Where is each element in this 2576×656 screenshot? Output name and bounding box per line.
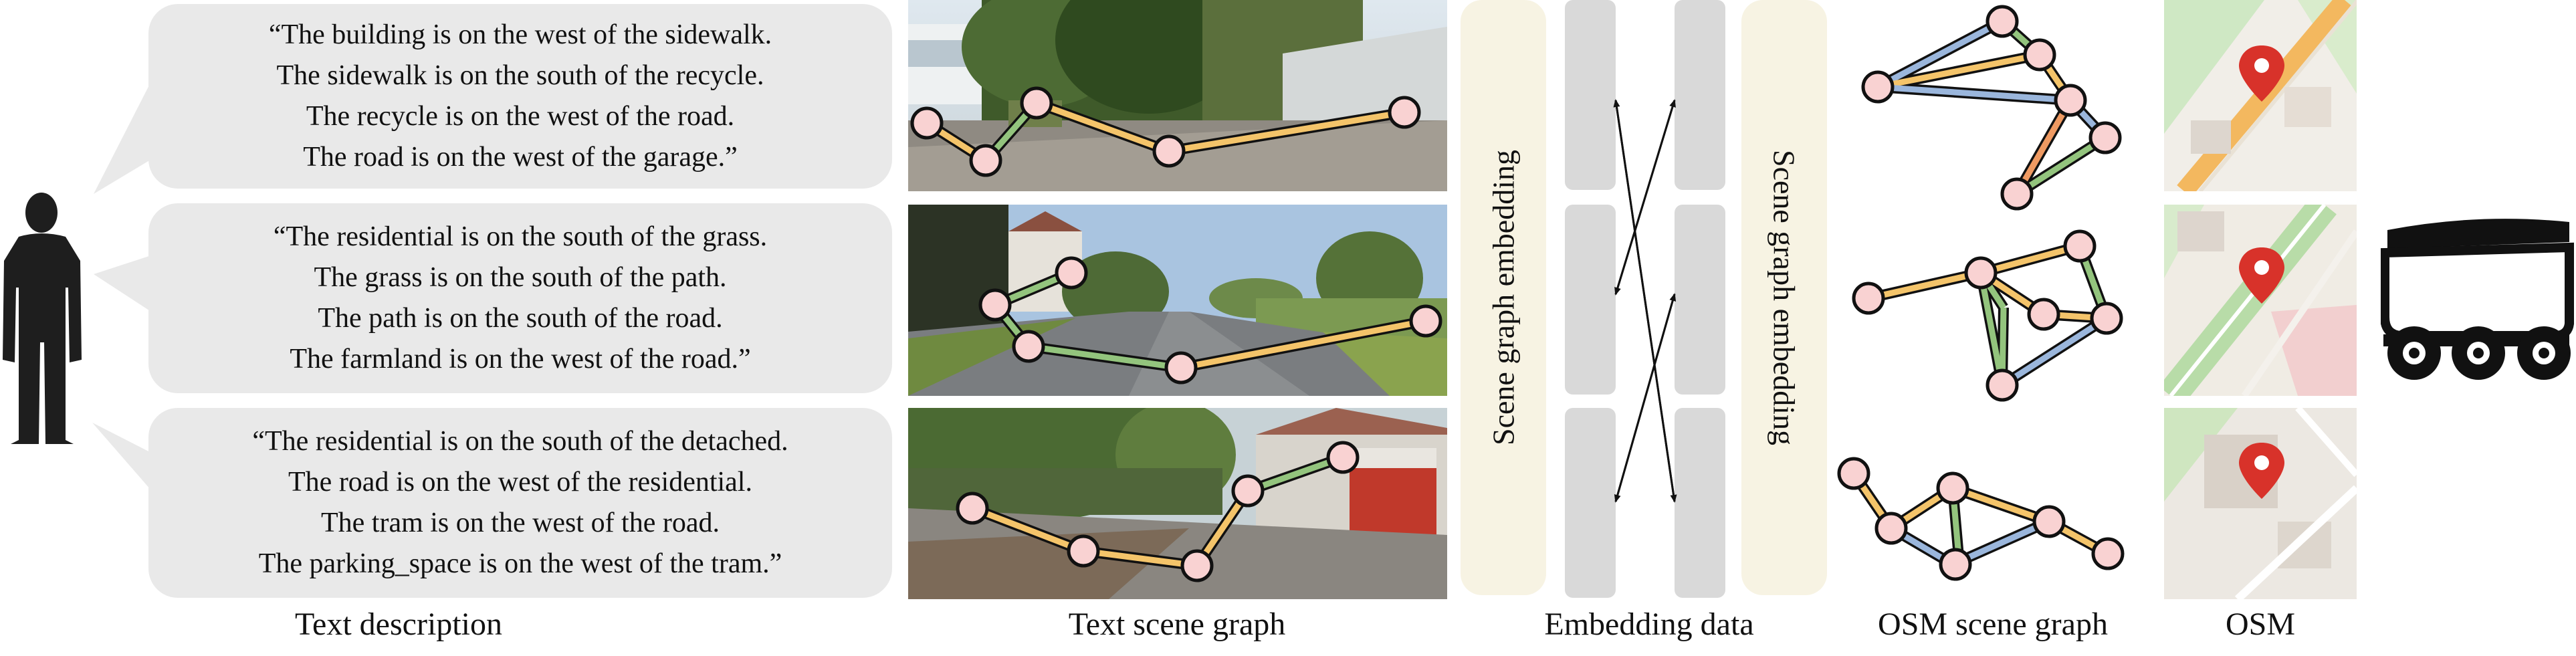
osm-scene-graph-1 bbox=[1861, 5, 2122, 211]
caption-osm-scene-graph: OSM scene graph bbox=[1878, 607, 2108, 642]
delivery-robot-icon bbox=[2381, 219, 2574, 380]
caption-embedding-data: Embedding data bbox=[1544, 607, 1754, 642]
caption-text-scene-graph: Text scene graph bbox=[1068, 607, 1286, 642]
osm-scene-graphs bbox=[1837, 5, 2125, 581]
embedding-bar-right-1 bbox=[1675, 0, 1725, 190]
description-line: The road is on the west of the garage.” bbox=[303, 142, 738, 173]
speech-bubble-3: “The residential is on the south of the … bbox=[148, 408, 892, 598]
embedding-bar-right-3 bbox=[1675, 408, 1725, 598]
description-line: The road is on the west of the residenti… bbox=[288, 467, 752, 498]
embedding-label-left: Scene graph embedding bbox=[1461, 0, 1546, 595]
osm-map-3 bbox=[2164, 408, 2357, 599]
description-line: The sidewalk is on the south of the recy… bbox=[276, 60, 764, 91]
embedding-bar-left-1 bbox=[1565, 0, 1616, 190]
description-line: “The building is on the west of the side… bbox=[268, 19, 772, 50]
person-silhouette-icon bbox=[3, 193, 82, 444]
speech-bubble-2: “The residential is on the south of the … bbox=[148, 203, 892, 393]
description-line: The tram is on the west of the road. bbox=[321, 508, 720, 538]
embedding-label-right: Scene graph embedding bbox=[1741, 0, 1827, 595]
speech-bubble-1: “The building is on the west of the side… bbox=[148, 4, 892, 189]
embedding-bar-right-2 bbox=[1675, 205, 1725, 395]
description-line: The farmland is on the west of the road.… bbox=[290, 344, 751, 374]
description-line: The path is on the south of the road. bbox=[318, 303, 723, 334]
text-scene-graph-2 bbox=[978, 256, 1442, 385]
embedding-bar-left-2 bbox=[1565, 205, 1616, 395]
description-line: The recycle is on the west of the road. bbox=[306, 101, 735, 132]
map-pin-icon bbox=[2239, 45, 2284, 102]
embedding-section: Scene graph embedding Scene graph embedd… bbox=[1461, 0, 1827, 598]
map-pin-icon bbox=[2239, 247, 2284, 304]
osm-scene-graph-2 bbox=[1852, 229, 2123, 402]
text-scene-graph-3 bbox=[956, 441, 1360, 582]
map-pin-icon bbox=[2239, 443, 2284, 499]
embedding-bar-left-3 bbox=[1565, 408, 1616, 598]
text-scene-graph-1 bbox=[910, 86, 1421, 177]
street-scene-3 bbox=[908, 408, 1447, 599]
description-line: “The residential is on the south of the … bbox=[252, 426, 788, 457]
osm-map-2 bbox=[2164, 205, 2357, 396]
description-line: The grass is on the south of the path. bbox=[314, 262, 727, 293]
osm-scene-graph-3 bbox=[1837, 457, 2125, 581]
speech-bubble-tails bbox=[92, 74, 160, 495]
caption-text-description: Text description bbox=[295, 607, 502, 642]
street-scene-2 bbox=[908, 205, 1447, 396]
description-line: The parking_space is on the west of the … bbox=[258, 548, 782, 579]
description-line: “The residential is on the south of the … bbox=[273, 221, 768, 252]
embedding-matching-arrows bbox=[1613, 99, 1677, 503]
street-scene-1 bbox=[908, 0, 1447, 191]
caption-osm: OSM bbox=[2225, 607, 2296, 642]
osm-map-1 bbox=[2164, 0, 2357, 191]
